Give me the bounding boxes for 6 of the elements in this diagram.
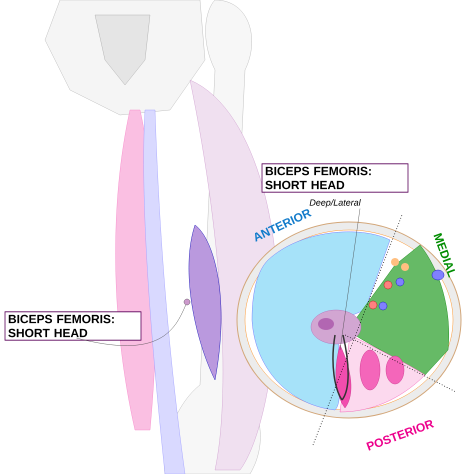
leader-line <box>340 208 360 350</box>
leader-line <box>76 304 186 346</box>
label-box: BICEPS FEMORIS: SHORT HEAD <box>4 311 142 341</box>
target-ring <box>184 298 190 306</box>
label-box: BICEPS FEMORIS: SHORT HEAD <box>262 163 408 193</box>
side-note: Deep/Lateral <box>310 199 361 208</box>
